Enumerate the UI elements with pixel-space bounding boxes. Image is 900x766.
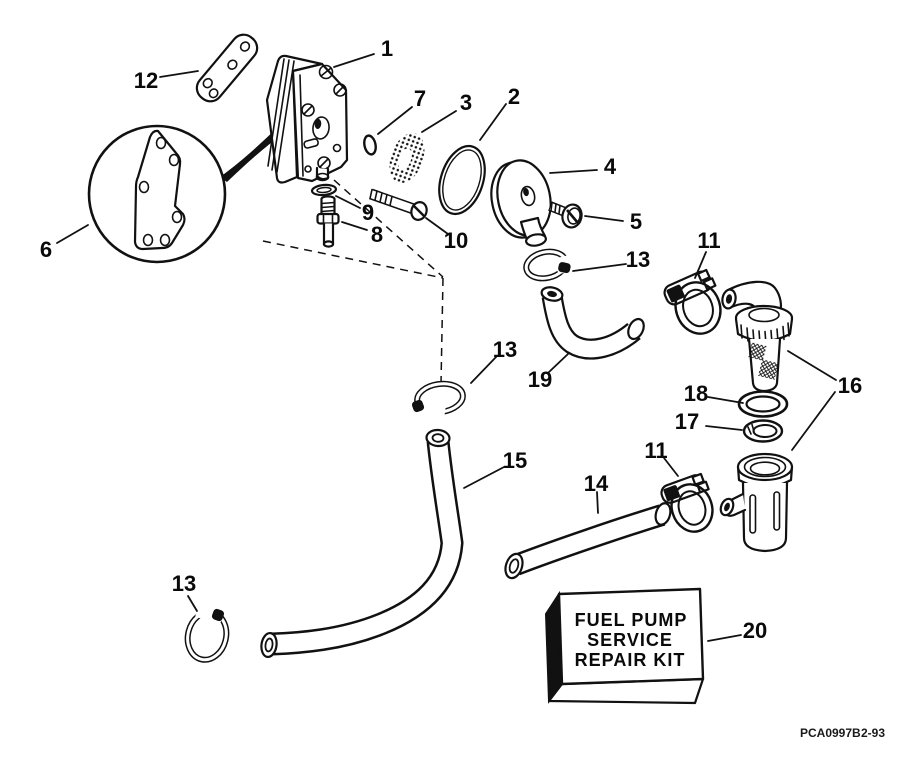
callout-8: 8 [371, 222, 383, 247]
callout-13-top: 13 [626, 247, 650, 272]
mount-bolt [369, 188, 428, 221]
filter-elbow-assembly [721, 280, 794, 393]
callout-19: 19 [528, 367, 552, 392]
clip-13-top [523, 248, 578, 282]
oring-7 [363, 134, 377, 156]
seal-18 [737, 390, 789, 418]
callout-2: 2 [508, 84, 520, 109]
clamp-11-top [663, 268, 722, 335]
clip-13-mid [411, 380, 466, 421]
callout-4: 4 [604, 154, 617, 179]
callout-1: 1 [381, 36, 393, 61]
pump-cover [490, 159, 552, 247]
fuel-pump-body [265, 54, 349, 184]
filter-cup [719, 452, 794, 553]
callout-9: 9 [362, 200, 374, 225]
callout-20: 20 [743, 618, 767, 643]
hose-14 [504, 502, 672, 580]
leader-lines [56, 53, 837, 642]
revision-code: 2-93 [861, 726, 885, 740]
callout-18: 18 [684, 381, 708, 406]
footer-code: PCA0997B 2-93 [800, 726, 885, 740]
kit-box-line3: REPAIR KIT [575, 650, 686, 670]
kit-box-line1: FUEL PUMP [575, 610, 688, 630]
callout-5: 5 [630, 209, 642, 234]
oring-9 [310, 183, 338, 197]
callout-labels: 1 2 3 4 5 6 7 8 9 10 11 11 12 13 13 13 1… [40, 36, 862, 643]
callout-6: 6 [40, 237, 52, 262]
callout-15: 15 [503, 448, 527, 473]
mount-gasket [195, 33, 259, 103]
callout-17: 17 [675, 409, 699, 434]
seal-17 [742, 419, 784, 443]
gasket-detail-circle [87, 124, 284, 264]
callout-11-top: 11 [697, 228, 720, 253]
kit-box-line2: SERVICE [587, 630, 673, 650]
oring-2 [438, 144, 486, 216]
callout-11-bottom: 11 [644, 438, 667, 463]
callout-12: 12 [134, 68, 158, 93]
zoom-arrow [220, 126, 284, 182]
inlet-fitting [316, 195, 340, 248]
callout-14: 14 [584, 471, 609, 496]
clip-13-bottom [184, 601, 230, 663]
callout-3: 3 [460, 90, 472, 115]
part-code: PCA0997B [800, 726, 861, 740]
cover-screw [548, 201, 583, 229]
repair-kit-box: FUEL PUMP SERVICE REPAIR KIT [544, 587, 705, 705]
callout-13-bottom: 13 [172, 571, 196, 596]
clamp-11-bottom [660, 472, 714, 533]
callout-16: 16 [838, 373, 862, 398]
callout-7: 7 [414, 86, 426, 111]
filter-screen [389, 132, 425, 184]
callout-13-mid: 13 [493, 337, 517, 362]
callout-10: 10 [444, 228, 468, 253]
hose-19 [540, 286, 645, 360]
assembly-dashed-lines [262, 179, 444, 385]
hose-15 [260, 428, 464, 659]
